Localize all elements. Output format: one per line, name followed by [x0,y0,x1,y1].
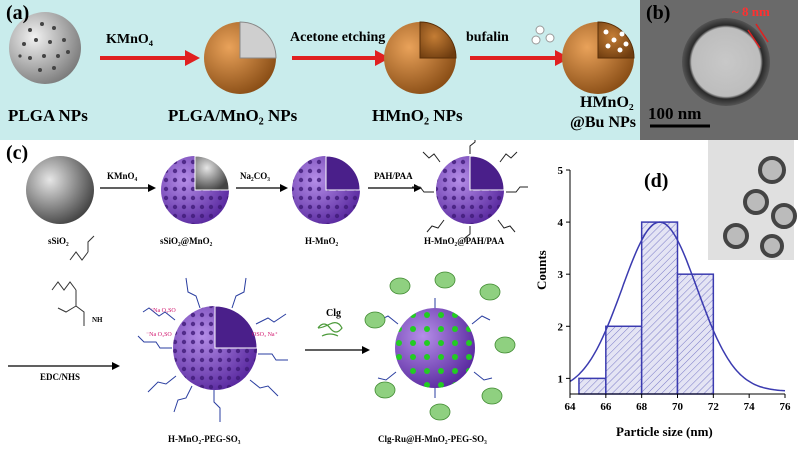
arrow-bufalin-label: bufalin [466,30,509,46]
tem-particle [682,18,770,106]
histogram-bar [579,378,606,394]
x-axis-label: Particle size (nm) [616,424,713,440]
arrow-edc-nhs-label: EDC/NHS [40,372,80,382]
peg-so3-structure [52,236,94,326]
arrow-kmno4-head [185,50,200,66]
panel-c: ⁻Na O₃SO ⁻Na O₃SO OSO₃ Na⁺ (c) KMnO₄ Na₂… [0,140,540,450]
x-tick-label: 66 [600,401,612,413]
histogram-bar [642,222,678,394]
arrow-clg-label: Clg [326,308,341,319]
chem-tag-3: OSO₃ Na⁺ [252,331,278,338]
step-label-hmno2: HMnO₂ NPs [372,106,463,126]
arrow-kmno4-label: KMnO₄ [106,32,153,48]
bufalin-dots [532,26,554,44]
label-ssio2: sSiO₂ [48,236,69,246]
step-label-hmno2-bu-2: @Bu NPs [570,114,636,132]
panel-d-label: (d) [644,170,668,193]
panel-b: (b) ~ 8 nm 100 nm [640,0,798,140]
step-label-plga: PLGA NPs [8,106,88,126]
x-tick-label: 70 [672,401,684,413]
y-axis-label: Counts [534,250,550,290]
label-clg-ru: Clg-Ru@H-MnO₂-PEG-SO₃ [378,434,487,444]
panel-d: 64 66 68 70 72 74 76 1 2 3 4 5 (d) Particle size (n… [540,140,798,450]
step-label-plga-mno2: PLGA/MnO₂ NPs [168,106,297,126]
clg-protein-icon [318,323,342,336]
y-tick-label: 2 [558,321,564,333]
label-h-mno2-peg: H-MnO₂-PEG-SO₃ [168,434,240,444]
chem-tag-2: ⁻Na O₃SO [146,332,172,338]
chem-tag-1: ⁻Na O₃SO [150,308,176,314]
y-tick-label: 5 [558,165,564,177]
ssio2-sphere [26,156,94,224]
panel-c-scheme: ⁻Na O₃SO ⁻Na O₃SO OSO₃ Na⁺ [0,140,540,450]
plga-mno2-cutaway [240,22,276,58]
panel-a: (a) KMnO₄ Acetone etching bufalin PLGA N… [0,0,640,140]
panel-a-label: (a) [6,2,29,25]
hmno2-hollow [420,22,456,58]
arrow-c-kmno4-label: KMnO₄ [107,171,137,181]
h-mno2-cutaway [326,156,360,190]
x-tick-label: 74 [744,401,756,413]
y-tick-label: 1 [558,373,564,385]
panel-a-scheme [0,0,640,140]
shell-thickness-label: ~ 8 nm [732,4,770,20]
y-tick-label: 3 [558,269,564,281]
inset-tem-image [708,140,795,260]
ssio2-mno2-cutaway [195,156,229,190]
x-tick-label: 64 [565,401,577,413]
x-tick-label: 76 [780,401,792,413]
step-label-hmno2-bu-1: HMnO₂ [580,94,634,112]
y-tick-label: 4 [558,217,564,229]
amine-label: NH [92,316,103,324]
panel-b-label: (b) [646,2,670,25]
scale-bar-label: 100 nm [648,104,701,124]
arrow-c-na2co3-label: Na₂CO₃ [240,171,270,181]
x-tick-label: 72 [708,401,720,413]
arrow-etching-label: Acetone etching [290,30,385,46]
size-histogram: 64 66 68 70 72 74 76 1 2 3 4 5 [540,140,798,450]
histogram-bar [678,274,714,394]
arrow-c-pah-label: PAH/PAA [374,171,413,181]
histogram-bar [606,326,642,394]
label-h-mno2: H-MnO₂ [305,236,338,246]
x-tick-label: 68 [636,401,648,413]
panel-c-label: (c) [6,142,28,165]
label-ssio2-mno2: sSiO₂@MnO₂ [160,236,212,246]
label-h-mno2-pah: H-MnO₂@PAH/PAA [424,236,504,246]
